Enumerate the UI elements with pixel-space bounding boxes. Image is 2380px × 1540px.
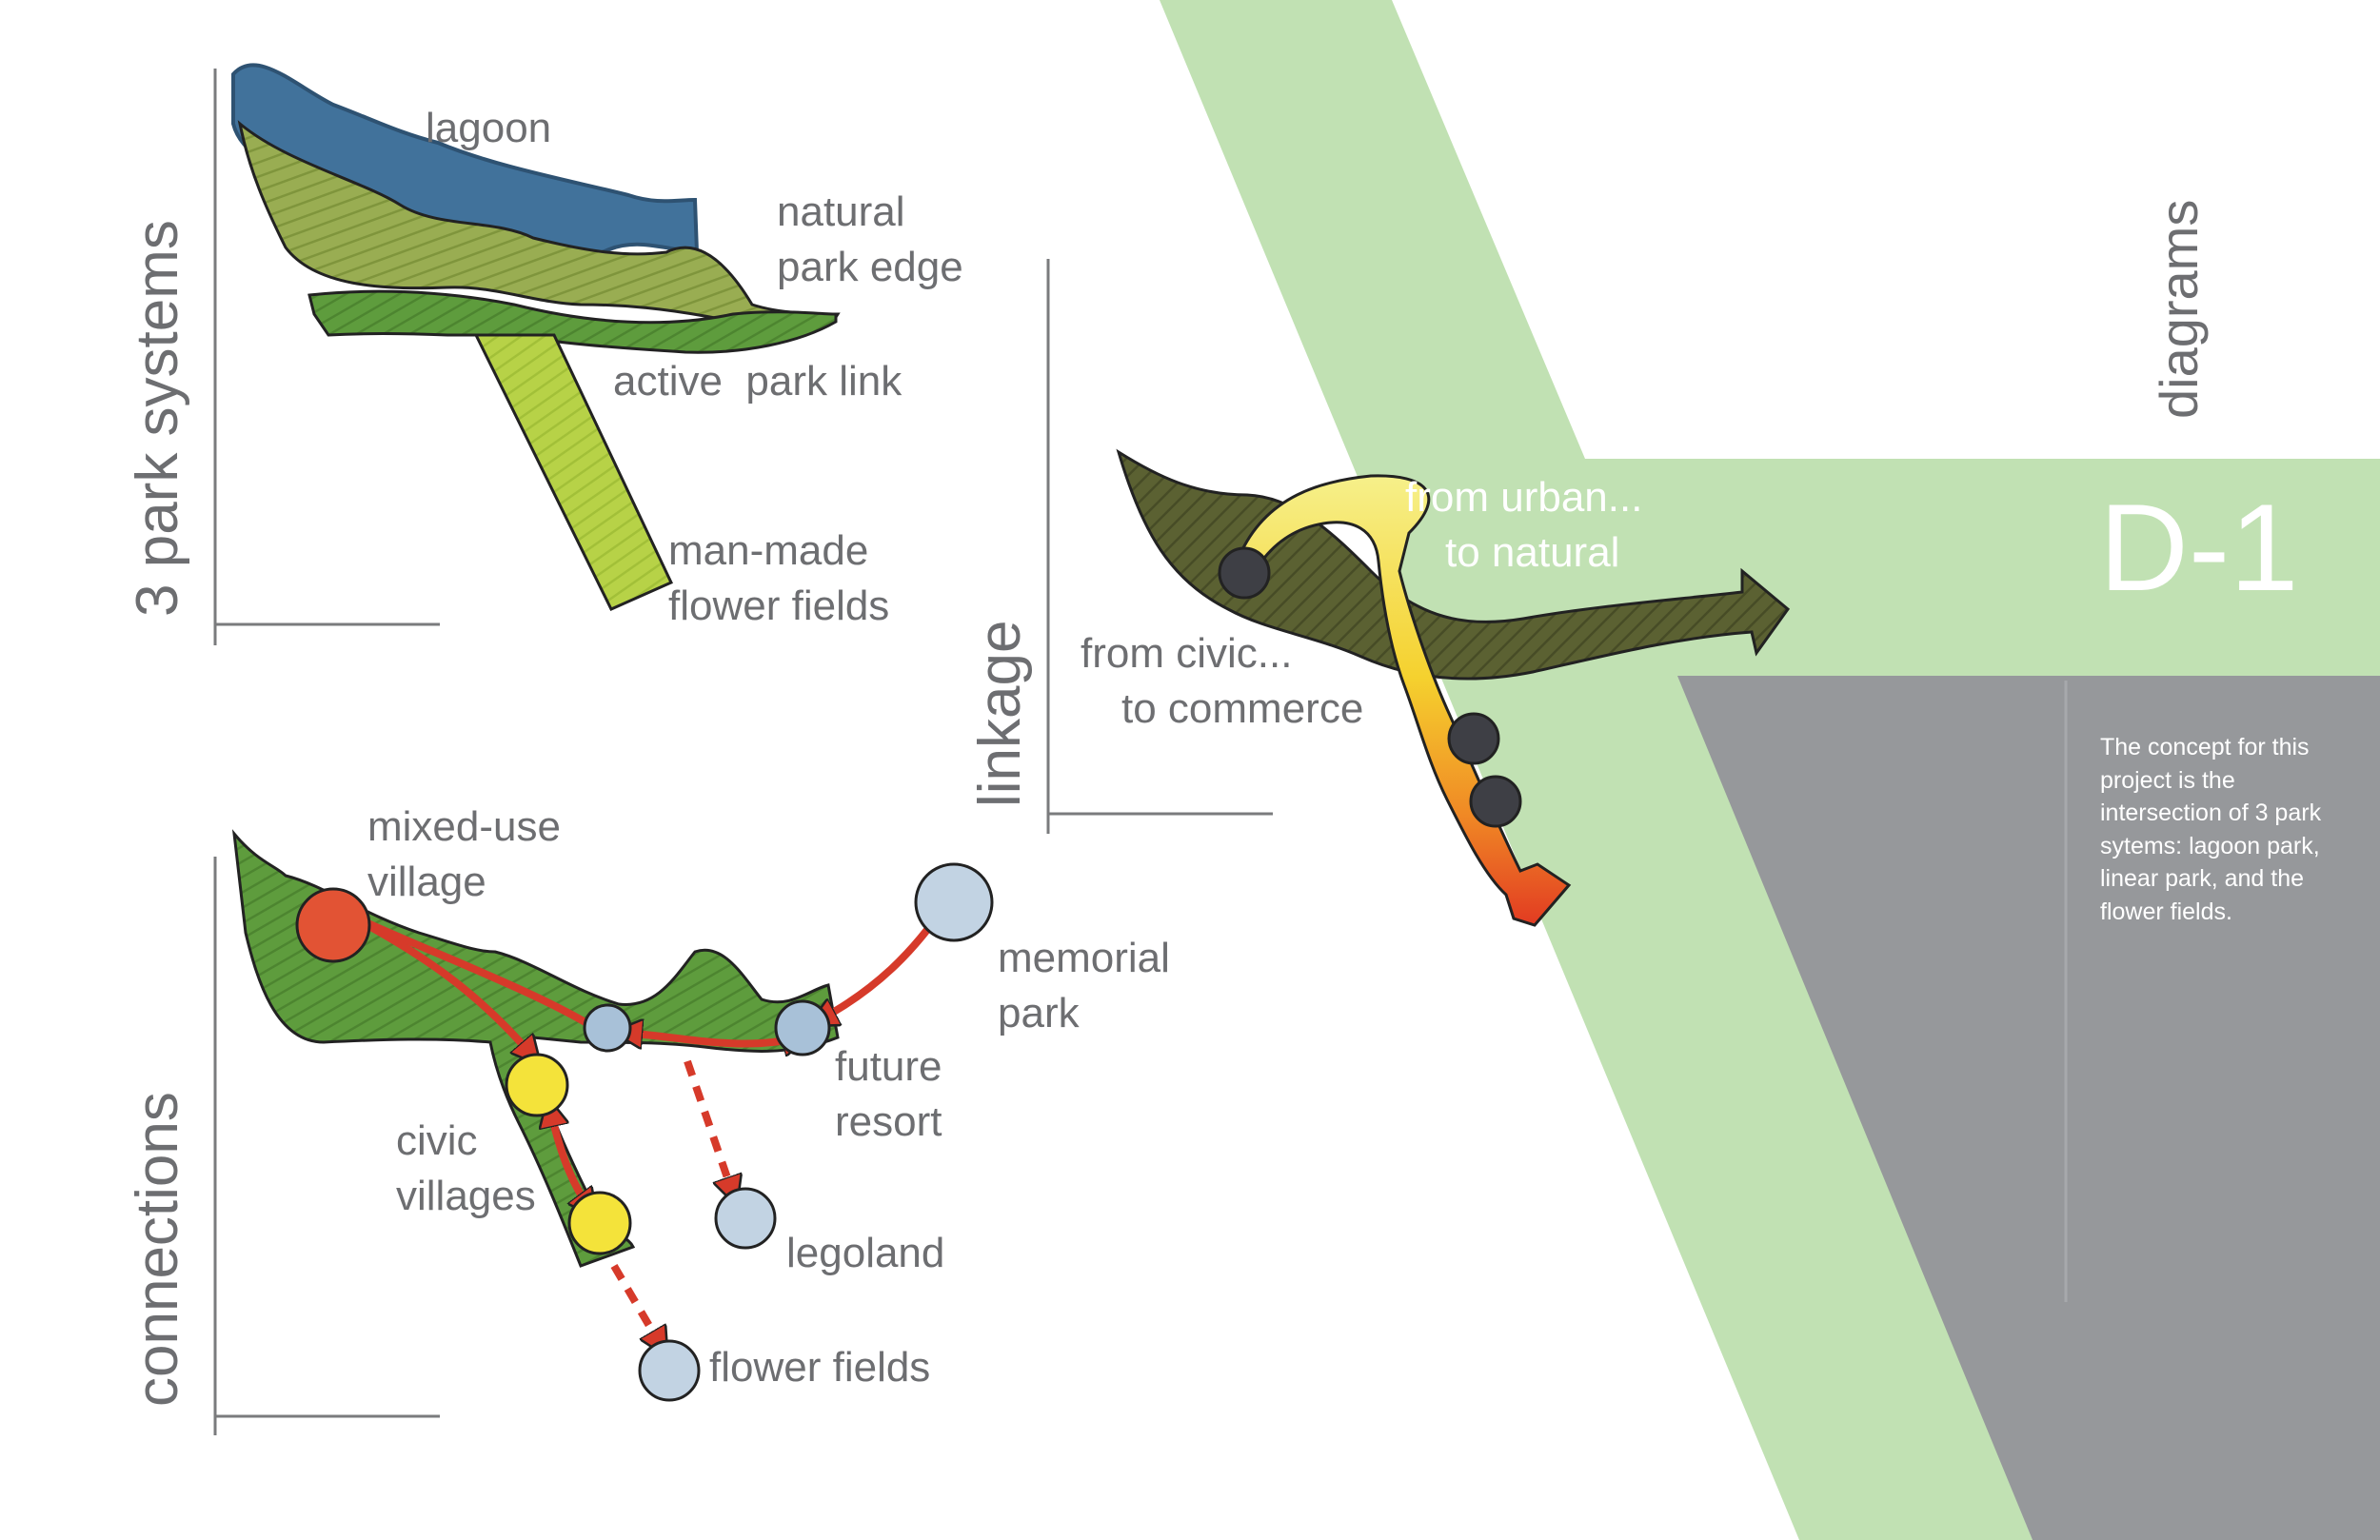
mixed-use-village-node <box>295 887 371 963</box>
civic-village-node <box>567 1191 632 1255</box>
civic-village-node <box>505 1053 569 1117</box>
legoland-label: legoland <box>786 1230 945 1276</box>
dashed-link <box>684 1059 733 1194</box>
active-park-link-label: active park link <box>613 358 902 405</box>
legoland-node <box>714 1187 777 1250</box>
systems-title: 3 park systems <box>125 220 190 617</box>
park-systems-diagram <box>231 63 841 611</box>
linkage-node <box>1218 546 1271 600</box>
civic-commerce-label-line2: to commerce <box>1121 685 1364 732</box>
memorial-park-node <box>914 862 994 942</box>
natural-edge-label-line2: park edge <box>777 244 963 290</box>
junction-node <box>583 1003 632 1053</box>
connections-title: connections <box>125 1092 190 1407</box>
mixed-use-label-line2: village <box>367 859 486 905</box>
urban-label-line2: to natural <box>1445 529 1620 576</box>
manmade-flower-fields-shape <box>473 333 674 611</box>
linkage-node <box>1469 775 1522 828</box>
flower-fields-node <box>638 1339 701 1402</box>
civic-commerce-label-line1: from civic... <box>1081 630 1293 677</box>
manmade-label-line1: man-made <box>668 527 869 574</box>
sheet-code: D-1 <box>2099 478 2299 617</box>
green-diagonal-band <box>1160 0 2380 1540</box>
flower-fields-label: flower fields <box>709 1344 931 1391</box>
resort-label-line1: future <box>835 1043 942 1090</box>
lagoon-label: lagoon <box>426 105 552 151</box>
diagrams-heading: diagrams <box>2149 199 2209 419</box>
memorial-label-line1: memorial <box>998 935 1170 981</box>
connections-diagram <box>231 829 994 1402</box>
resort-label-line2: resort <box>835 1098 942 1145</box>
future-resort-node <box>774 999 831 1056</box>
gray-panel <box>1677 676 2380 1540</box>
axes <box>213 69 1273 1435</box>
civic-villages-label-line1: civic <box>396 1117 478 1164</box>
manmade-label-line2: flower fields <box>668 582 890 629</box>
dashed-link <box>610 1263 662 1347</box>
connection-link <box>341 908 598 1032</box>
linkage-node <box>1447 712 1500 765</box>
concept-description: The concept for this project is the inte… <box>2100 734 2322 925</box>
mixed-use-label-line1: mixed-use <box>367 803 561 850</box>
linkage-diagram <box>1116 448 1791 927</box>
linkage-title: linkage <box>967 620 1033 807</box>
memorial-label-line2: park <box>998 990 1080 1037</box>
natural-edge-label-line1: natural <box>777 188 905 235</box>
civic-villages-label-line2: villages <box>396 1173 536 1219</box>
urban-label-line1: from urban... <box>1405 474 1643 521</box>
active-park-link-shape <box>307 289 838 354</box>
